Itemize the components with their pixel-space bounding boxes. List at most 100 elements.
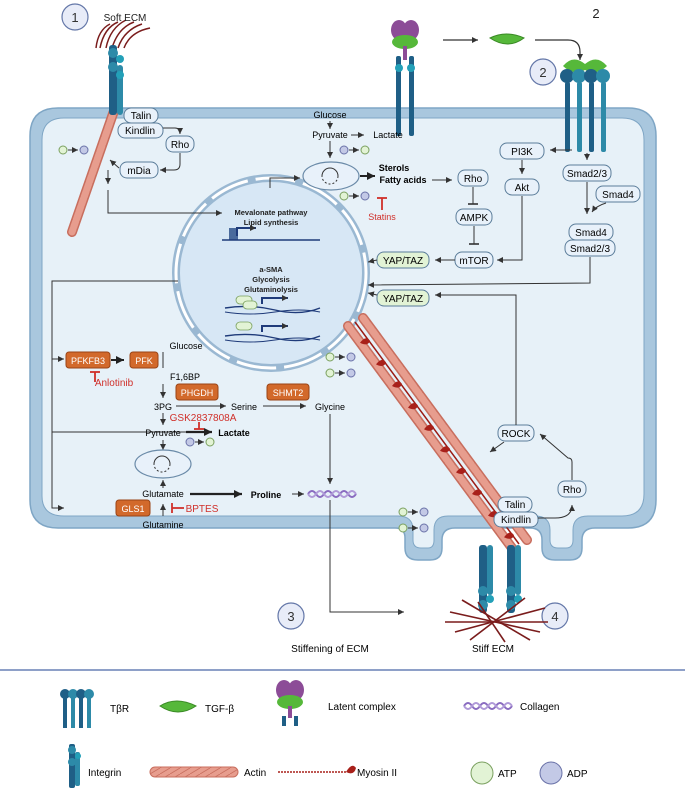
svg-text:SHMT2: SHMT2 <box>273 388 304 398</box>
svg-text:PHGDH: PHGDH <box>181 388 214 398</box>
svg-text:Kindlin: Kindlin <box>501 515 531 526</box>
latent-complex-top <box>391 20 419 136</box>
legend-latent-icon <box>276 680 304 726</box>
node-talin-left: Talin <box>123 107 159 124</box>
legend-tbr-icon <box>60 689 94 728</box>
tgfb-free <box>489 33 525 45</box>
arrow-tgfb-to-receptor <box>535 39 583 60</box>
svg-text:YAP/TAZ: YAP/TAZ <box>383 256 423 267</box>
legend-actin-label: Actin <box>244 768 266 779</box>
nucleus-text-mevalonate: Mevalonate pathway <box>235 208 309 217</box>
svg-text:Smad2/3: Smad2/3 <box>570 244 610 255</box>
svg-text:YAP/TAZ: YAP/TAZ <box>383 294 423 305</box>
svg-text:GLS1: GLS1 <box>121 504 144 514</box>
collagen-cell <box>307 490 357 498</box>
myosin-head <box>424 424 434 431</box>
meta-glucose: Glucose <box>169 341 202 351</box>
node-smad23-bottom: Smad2/3 <box>564 239 616 257</box>
badge-2-plain: 2 <box>592 6 599 21</box>
meta-glutamate: Glutamate <box>142 489 184 499</box>
svg-text:PFK: PFK <box>135 356 153 366</box>
legend-adp-label: ADP <box>567 769 588 780</box>
nucleus-text-lipid: Lipid synthesis <box>244 218 299 227</box>
node-smad23-top: Smad2/3 <box>562 164 612 182</box>
svg-text:3: 3 <box>287 609 294 624</box>
soft-ecm <box>95 19 151 49</box>
center-lactate: Lactate <box>373 130 403 140</box>
fatty-acids-label: Fatty acids <box>379 175 426 185</box>
myosin-head <box>408 403 418 410</box>
integrin-bottom-1 <box>478 545 494 613</box>
legend-collagen-icon <box>463 702 513 710</box>
legend-tgfb-label: TGF-β <box>205 704 234 715</box>
node-rho-center: Rho <box>457 169 489 187</box>
node-rock: ROCK <box>497 424 535 442</box>
myosin-head <box>392 381 402 388</box>
stiffening-label: Stiffening of ECM <box>291 644 369 655</box>
enzyme-phgdh: PHGDH <box>175 383 219 401</box>
legend-integrin-label: Integrin <box>88 768 121 779</box>
enzyme-pfkfb3: PFKFB3 <box>65 351 111 369</box>
svg-text:mTOR: mTOR <box>459 256 488 267</box>
node-rho-right: Rho <box>557 480 587 498</box>
svg-text:Talin: Talin <box>505 500 526 511</box>
center-pyruvate: Pyruvate <box>312 130 348 140</box>
mitochondrion-bottom <box>134 449 192 479</box>
myosin-head <box>504 532 514 539</box>
nucleus-text-asma: a-SMA <box>259 265 283 274</box>
legend-collagen-label: Collagen <box>520 702 559 713</box>
gsk-label: GSK2837808A <box>170 413 237 424</box>
svg-text:2: 2 <box>539 65 546 80</box>
integrin-top-left <box>108 45 124 115</box>
node-yaptaz-1: YAP/TAZ <box>376 251 430 269</box>
enzyme-gls1: GLS1 <box>115 499 151 517</box>
svg-text:1: 1 <box>71 10 78 25</box>
node-smad4-bottom: Smad4 <box>568 223 614 241</box>
nucleus-text-glutaminolysis: Glutaminolysis <box>244 285 298 294</box>
legend-integrin-icon <box>68 744 81 788</box>
svg-text:Smad2/3: Smad2/3 <box>567 169 607 180</box>
node-kindlin-right: Kindlin <box>493 511 539 528</box>
anlotinib-label: Anlotinib <box>95 378 134 389</box>
meta-f16bp: F1,6BP <box>170 372 200 382</box>
bptes-label: BPTES <box>186 504 219 515</box>
node-rho-left: Rho <box>165 135 195 153</box>
legend-tbr-label: TβR <box>110 704 129 715</box>
enzyme-shmt2: SHMT2 <box>266 383 310 401</box>
badge-2: 2 <box>529 58 557 86</box>
mitochondrion-top <box>302 161 360 191</box>
meta-serine: Serine <box>231 402 257 412</box>
node-kindlin-left: Kindlin <box>117 122 164 139</box>
nucleus-text-glycolysis: Glycolysis <box>252 275 290 284</box>
node-mtor: mTOR <box>454 251 494 269</box>
legend-atp-icon <box>470 761 494 785</box>
myosin-head <box>456 467 466 474</box>
svg-text:Rho: Rho <box>171 140 190 151</box>
stiff-ecm-mesh <box>445 597 548 643</box>
nucleus: Mevalonate pathway Lipid synthesis a-SMA… <box>172 174 370 372</box>
badge-1: 1 <box>61 3 89 31</box>
meta-pyruvate: Pyruvate <box>145 428 181 438</box>
meta-glutamine: Glutamine <box>142 520 183 530</box>
svg-text:Kindlin: Kindlin <box>125 126 155 137</box>
svg-text:Smad4: Smad4 <box>602 190 634 201</box>
myosin-head <box>376 359 386 366</box>
node-smad4-top: Smad4 <box>595 185 641 203</box>
node-ampk: AMPK <box>455 208 493 226</box>
meta-lactate: Lactate <box>218 428 250 438</box>
stiff-ecm-label: Stiff ECM <box>472 644 514 655</box>
svg-text:mDia: mDia <box>127 166 151 177</box>
enzyme-pfk: PFK <box>129 351 159 369</box>
svg-text:PI3K: PI3K <box>511 147 533 158</box>
meta-proline: Proline <box>251 490 282 500</box>
svg-text:PFKFB3: PFKFB3 <box>71 356 105 366</box>
badge-3: 3 <box>277 602 305 630</box>
myosin-head <box>472 489 482 496</box>
atp-adp-left <box>58 145 89 155</box>
myosin-head <box>440 446 450 453</box>
svg-text:Rho: Rho <box>464 174 483 185</box>
stress-fibers <box>343 313 532 553</box>
center-glucose: Glucose <box>313 110 346 120</box>
tbr-receptor <box>560 59 610 152</box>
